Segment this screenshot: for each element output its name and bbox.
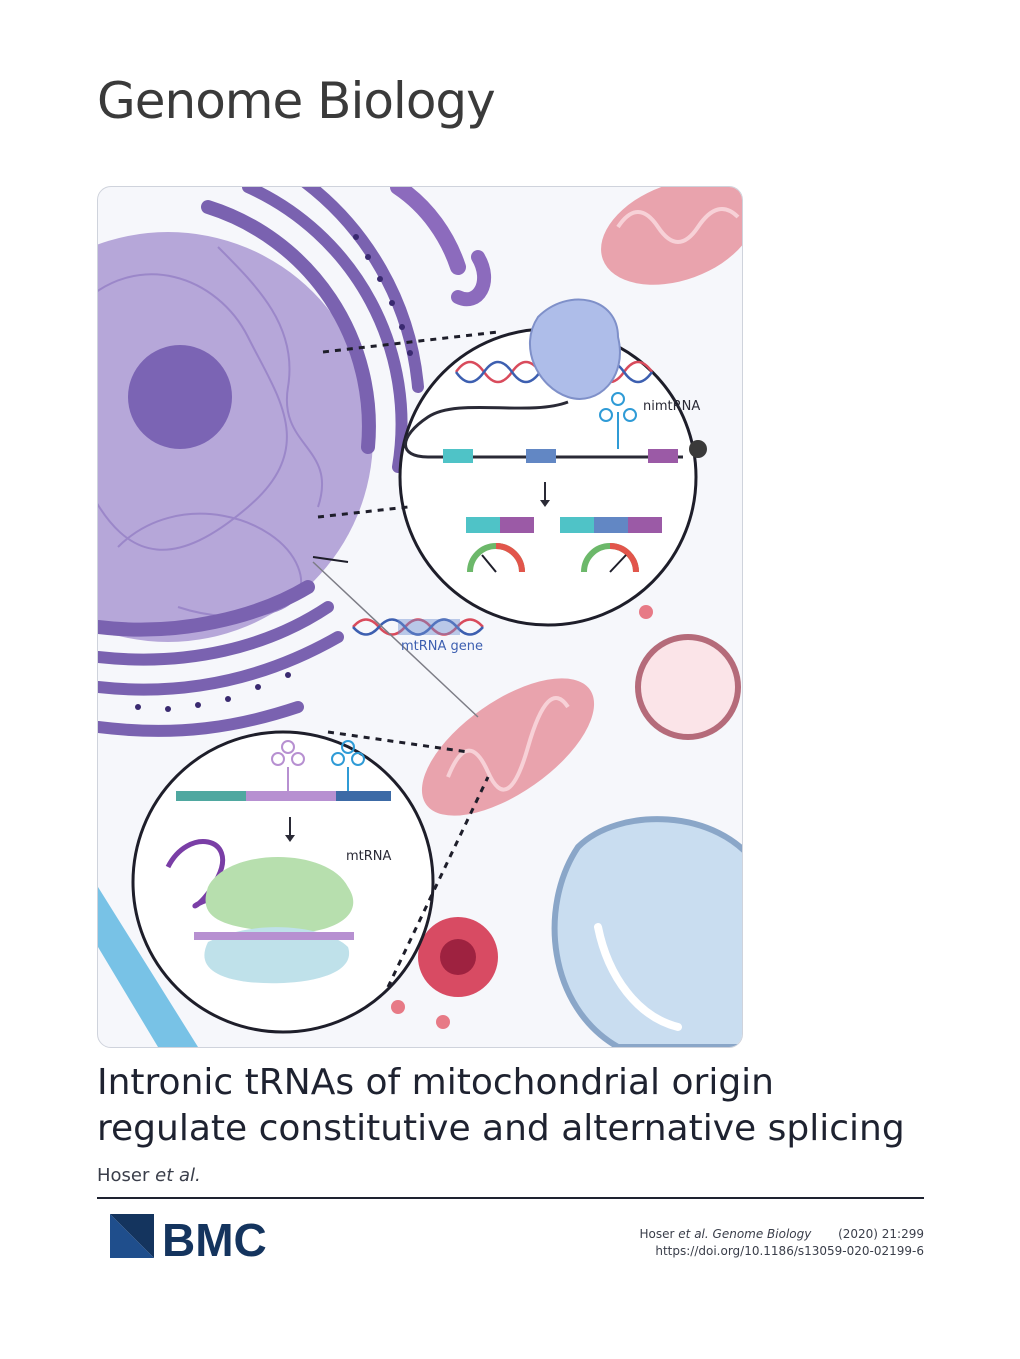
cover-label-mtrna: mtRNA — [346, 849, 392, 864]
author-name: Hoser — [97, 1165, 150, 1186]
citation-etal: et al. — [678, 1227, 709, 1241]
citation-block: Hoser et al. Genome Biology (2020) 21:29… — [580, 1226, 924, 1260]
cover-label-mtrna-gene: mtRNA gene — [401, 639, 484, 654]
citation-line-1: Hoser et al. Genome Biology (2020) 21:29… — [580, 1226, 924, 1243]
article-title: Intronic tRNAs of mitochondrial origin r… — [97, 1062, 905, 1149]
cover-label-nimtrna: nimtRNA — [643, 399, 701, 414]
author-etal: et al. — [155, 1165, 201, 1186]
citation-doi[interactable]: https://doi.org/10.1186/s13059-020-02199… — [655, 1244, 924, 1258]
journal-title: Genome Biology — [97, 72, 496, 130]
bmc-logo: BMC — [110, 1214, 300, 1266]
nucleus-graphic — [98, 187, 424, 737]
citation-author: Hoser — [639, 1227, 675, 1241]
authors-line: Hoser et al. — [97, 1165, 201, 1186]
divider-rule — [97, 1197, 924, 1199]
citation-journal: Genome Biology — [712, 1227, 812, 1241]
cover-illustration: nimtRNA mtRNA gene mtRNA — [97, 186, 743, 1048]
citation-year-volume: (2020) 21:299 — [838, 1227, 924, 1241]
bmc-logo-text: BMC — [162, 1214, 267, 1262]
